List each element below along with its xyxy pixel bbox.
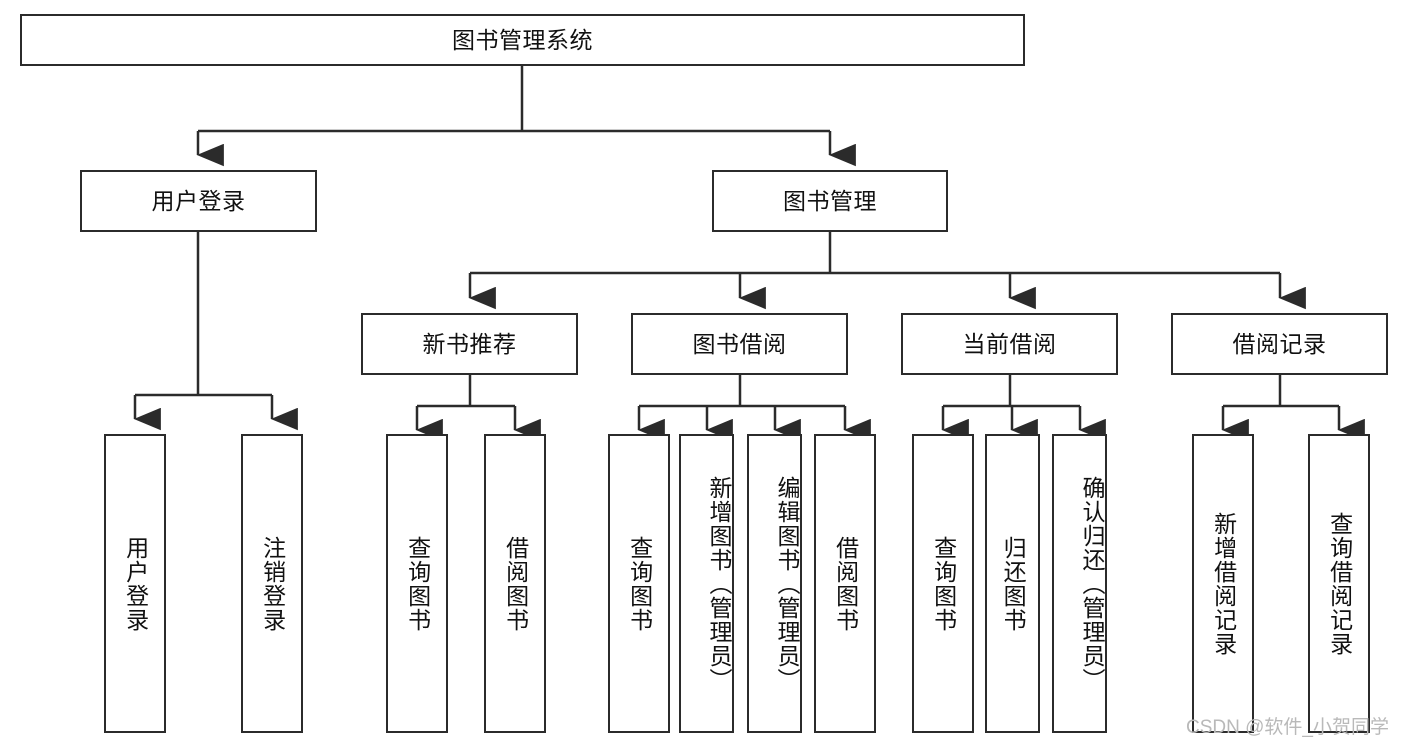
leaf-add-borrow-record[interactable]: 新增借阅记录	[1192, 434, 1254, 733]
leaf-query-borrow-record[interactable]: 查询借阅记录	[1308, 434, 1370, 733]
node-level2-user-login[interactable]: 用户登录	[80, 170, 317, 232]
node-level2-book-management[interactable]: 图书管理	[712, 170, 948, 232]
leaf-user-login[interactable]: 用户登录	[104, 434, 166, 733]
node-level3-new-book-recommend[interactable]: 新书推荐	[361, 313, 578, 375]
leaf-borrow-book[interactable]: 借阅图书	[814, 434, 876, 733]
node-level3-current-borrow[interactable]: 当前借阅	[901, 313, 1118, 375]
node-root[interactable]: 图书管理系统	[20, 14, 1025, 66]
leaf-confirm-return-admin[interactable]: 确认归还（管理员）	[1052, 434, 1107, 733]
node-level3-book-borrow[interactable]: 图书借阅	[631, 313, 848, 375]
watermark: CSDN @软件_小贺同学	[1186, 717, 1389, 738]
leaf-return-book[interactable]: 归还图书	[985, 434, 1040, 733]
leaf-user-logout[interactable]: 注销登录	[241, 434, 303, 733]
leaf-borrow-book-recommend[interactable]: 借阅图书	[484, 434, 546, 733]
node-level3-borrow-record[interactable]: 借阅记录	[1171, 313, 1388, 375]
leaf-query-book-borrow[interactable]: 查询图书	[608, 434, 670, 733]
leaf-add-book-admin[interactable]: 新增图书（管理员）	[679, 434, 734, 733]
leaf-query-book-recommend[interactable]: 查询图书	[386, 434, 448, 733]
leaf-query-book-current[interactable]: 查询图书	[912, 434, 974, 733]
leaf-edit-book-admin[interactable]: 编辑图书（管理员）	[747, 434, 802, 733]
